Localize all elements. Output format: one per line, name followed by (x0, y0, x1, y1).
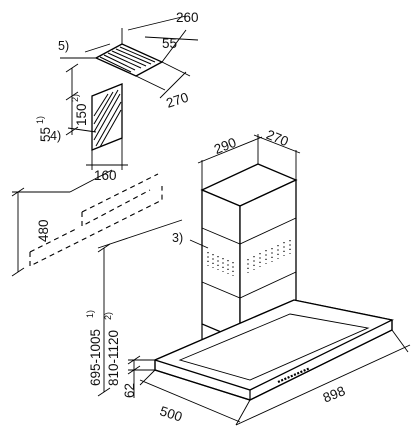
label-height-1: 695-1005 (88, 329, 103, 386)
tick (65, 126, 79, 136)
ceiling-bracket (94, 43, 164, 77)
dim-extension (391, 329, 409, 353)
label-top-width: 260 (176, 10, 199, 25)
label-dim-150: 150 (74, 103, 89, 126)
label-height-2-sup: 2) (103, 312, 113, 320)
label-top-offset: 55 (162, 36, 177, 51)
note-3: 3) (172, 231, 183, 245)
leader-3 (189, 239, 209, 249)
dim-line (135, 75, 166, 91)
label-height-1-sup: 1) (85, 310, 95, 318)
tick (65, 63, 79, 73)
dashed-outline (29, 173, 163, 267)
dim-line-500 (139, 379, 241, 423)
label-dim-150-sup: 2) (70, 94, 80, 102)
dim-line (161, 61, 191, 77)
label-hood-thickness: 62 (122, 383, 137, 398)
dim-line (161, 29, 187, 63)
label-height-2: 810-1120 (106, 330, 121, 386)
dim-line-290 (197, 136, 263, 164)
label-chimney-width: 290 (212, 135, 239, 157)
label-wall-bracket-width: 160 (94, 168, 117, 183)
leader-4 (67, 127, 97, 133)
hood-canopy (153, 299, 394, 401)
label-dim-55: 55 (38, 127, 53, 142)
tick (97, 387, 111, 397)
tick (11, 267, 25, 277)
dim-extension (139, 369, 156, 386)
label-hood-depth: 500 (158, 403, 184, 424)
dim-line-898 (235, 344, 411, 426)
dim-line-270 (253, 134, 301, 154)
ceiling-bracket-hatching (99, 46, 156, 73)
dim-extension (69, 169, 113, 193)
note-5: 5) (58, 39, 69, 53)
dim-line-270-top (159, 71, 187, 99)
wall-bracket (91, 83, 123, 151)
tick (65, 91, 79, 101)
label-chimney-depth: 270 (264, 127, 291, 149)
tick (97, 243, 111, 253)
note-4: 4) (50, 129, 61, 143)
label-hood-width: 898 (321, 383, 348, 405)
label-dim-480: 480 (36, 219, 51, 242)
leader-5 (84, 43, 111, 53)
dim-line-55 (144, 36, 199, 41)
label-dim-55-sup: 1) (35, 116, 45, 124)
dim-line-260 (127, 15, 187, 31)
label-top-depth: 270 (164, 90, 190, 111)
dim-extension (97, 219, 183, 249)
